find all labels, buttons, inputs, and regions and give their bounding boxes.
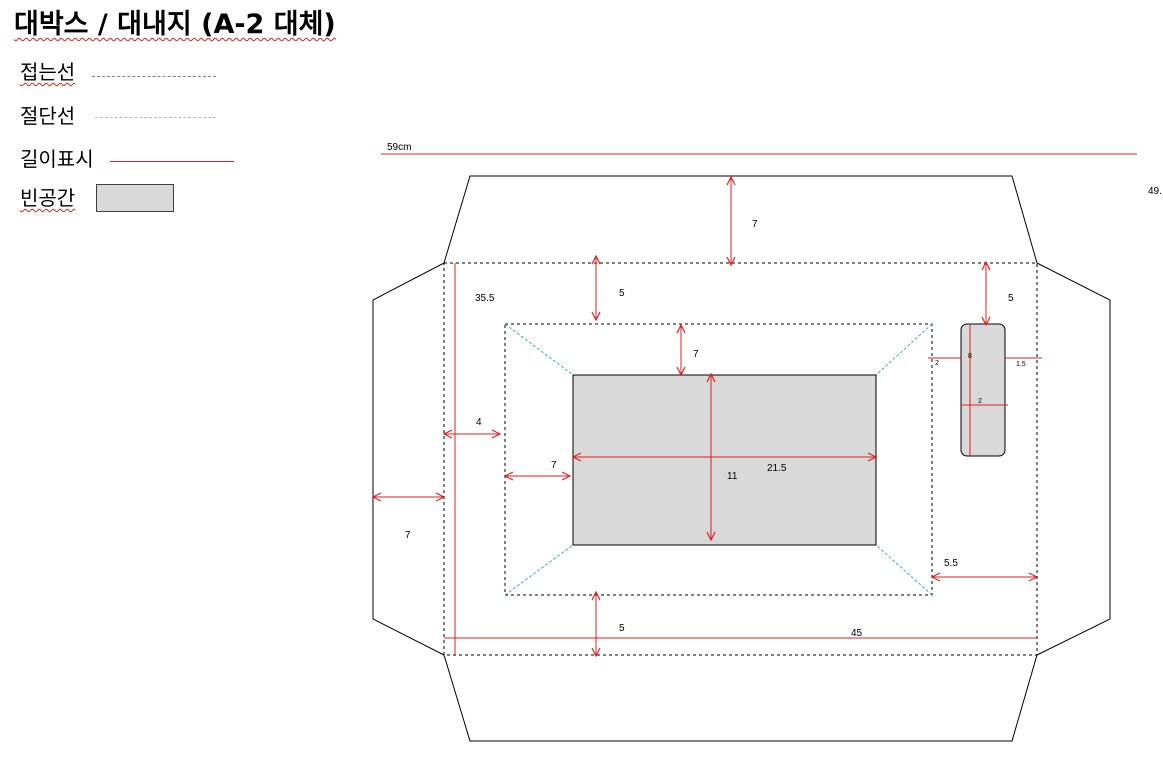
legend-cut-label: 절단선 xyxy=(20,104,76,128)
label-left-flap: 7 xyxy=(405,530,411,541)
label-slot-left: 2 xyxy=(935,360,939,367)
label-window-width: 21.5 xyxy=(767,463,787,474)
legend-empty-swatch xyxy=(96,184,174,212)
label-overall-width: 59cm xyxy=(387,142,411,153)
title-main: 대박스 / 대내지 (A-2 대체) xyxy=(14,9,336,40)
label-overall-height: 49. xyxy=(1148,186,1162,197)
label-inner-height: 35.5 xyxy=(475,293,495,304)
label-slot-width: 2 xyxy=(978,398,982,405)
main-fold-rect xyxy=(443,262,1038,656)
center-window xyxy=(572,374,877,546)
label-top-margin: 5 xyxy=(619,288,625,299)
label-window-height: 11 xyxy=(727,471,738,482)
label-slot-right: 1.5 xyxy=(1016,361,1026,368)
legend-cut-line xyxy=(95,117,216,118)
label-slot-top: 5 xyxy=(1008,293,1014,304)
label-slot-height: 8 xyxy=(968,353,972,360)
label-bottom-margin: 5 xyxy=(619,623,625,634)
page-title: 대박스 / 대내지 (A-2 대체) xyxy=(14,2,336,41)
legend-fold-label: 접는선 xyxy=(20,60,76,84)
inner-fold-rect xyxy=(504,323,933,596)
outer-outline xyxy=(372,175,1111,742)
label-left-margin: 4 xyxy=(476,417,482,428)
right-slot xyxy=(960,323,1006,457)
cut-diagonals xyxy=(504,323,933,596)
legend-empty-label: 빈공간 xyxy=(20,186,76,210)
label-top-flap: 7 xyxy=(752,219,758,230)
label-inner-left: 7 xyxy=(551,460,557,471)
label-inner-width: 45 xyxy=(851,628,863,639)
label-inner-top: 7 xyxy=(693,349,699,360)
legend-length-line xyxy=(110,161,234,162)
legend-fold-line xyxy=(92,76,216,77)
legend-length-label: 길이표시 xyxy=(20,147,94,171)
label-right-margin: 5.5 xyxy=(944,558,958,569)
